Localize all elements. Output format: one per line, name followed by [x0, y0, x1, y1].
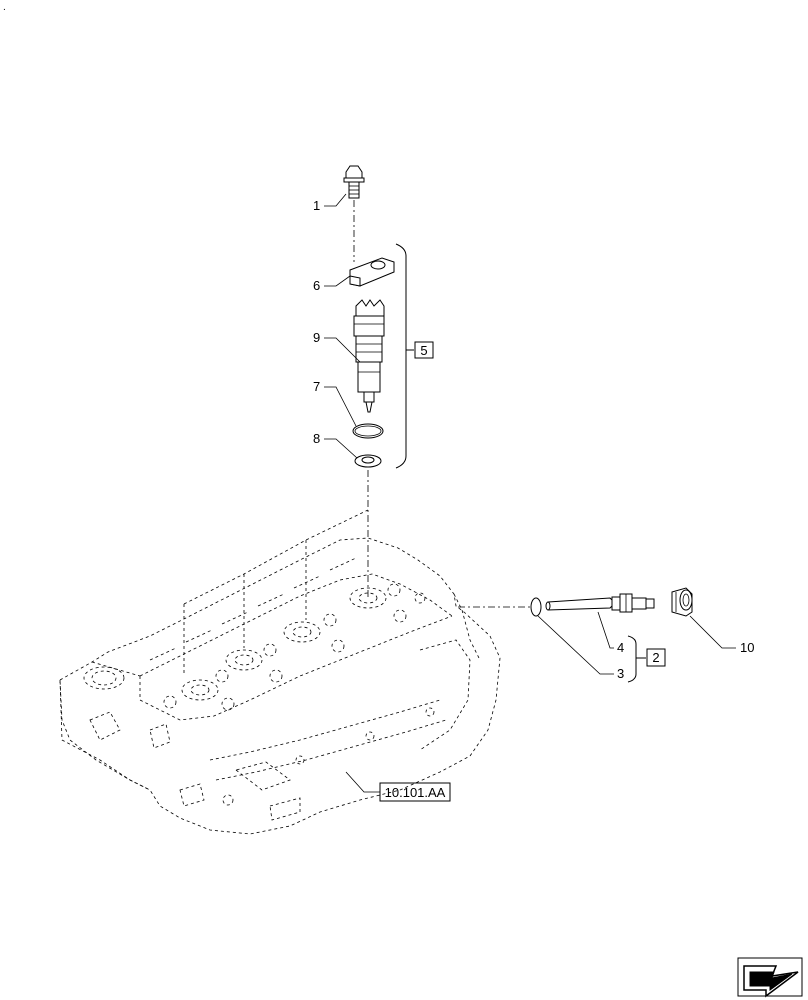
- callout-3[interactable]: 3: [617, 666, 624, 681]
- callout-9[interactable]: 9: [313, 330, 320, 345]
- leader-3: [537, 615, 614, 675]
- washer-part-8[interactable]: [354, 454, 382, 468]
- callout-10[interactable]: 10: [740, 640, 754, 655]
- reference-box[interactable]: [379, 782, 451, 802]
- kit-5-box[interactable]: [414, 341, 434, 359]
- injector-line-part-3-4[interactable]: [530, 593, 655, 617]
- leader-9: [324, 337, 361, 363]
- reference-label: 10.101.AA: [385, 785, 446, 800]
- leader-4: [597, 611, 614, 649]
- clamp-part-6[interactable]: [349, 257, 395, 287]
- fitting-part-10[interactable]: [671, 587, 693, 617]
- cylinder-head-phantom: [59, 509, 501, 835]
- o-ring-part-7[interactable]: [352, 423, 384, 439]
- kit-2-box[interactable]: [646, 648, 666, 667]
- leader-7: [324, 386, 357, 427]
- leader-10: [689, 615, 736, 649]
- kit-5-label: 5: [420, 343, 427, 358]
- leader-8: [324, 438, 358, 459]
- leader-reference: [345, 771, 380, 793]
- next-page-arrow-icon[interactable]: [737, 957, 803, 998]
- injector-part-9[interactable]: [353, 299, 385, 413]
- leader-6: [324, 275, 351, 287]
- o-ring-inner-edge: [354, 425, 382, 437]
- leader-1: [324, 193, 347, 207]
- kit-5-bracket: [395, 243, 407, 469]
- callout-7[interactable]: 7: [313, 379, 320, 394]
- callout-1[interactable]: 1: [313, 198, 320, 213]
- callout-4[interactable]: 4: [617, 640, 624, 655]
- bolt-part-1[interactable]: [343, 165, 365, 199]
- kit-2-bracket: [627, 635, 637, 683]
- callout-6[interactable]: 6: [313, 278, 320, 293]
- corner-mark: .: [3, 2, 6, 13]
- kit-2-label: 2: [652, 650, 659, 665]
- callout-8[interactable]: 8: [313, 431, 320, 446]
